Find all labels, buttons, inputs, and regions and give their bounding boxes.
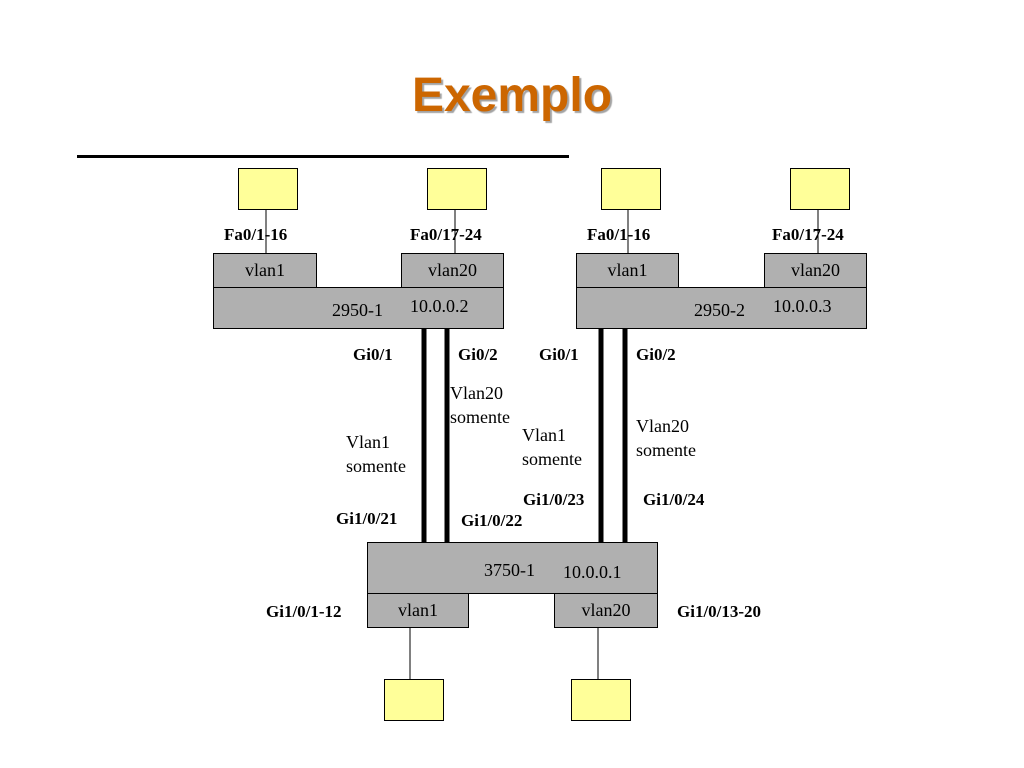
switch-a-vlan-left: vlan1	[213, 253, 317, 288]
switch-a-body: 2950-1 10.0.0.2	[213, 287, 504, 329]
link-note-b-vlan1: Vlan1 somente	[522, 425, 582, 469]
core-down4-label: Gi1/0/24	[643, 490, 705, 509]
core-port-left: Gi1/0/1-12	[266, 602, 342, 621]
link-note-a-vlan1: Vlan1 somente	[346, 432, 406, 476]
switch-b-vlan-left: vlan1	[576, 253, 679, 288]
switch-a-uplink1-label: Gi0/1	[353, 345, 393, 364]
switch-b-ip: 10.0.0.3	[773, 296, 832, 316]
core-vlan-left: vlan1	[367, 593, 469, 628]
switch-b-vlan-right: vlan20	[764, 253, 867, 288]
switch-b-port-left: Fa0/1-16	[587, 225, 651, 244]
page-title: Exemplo	[411, 69, 613, 122]
host-icon	[427, 168, 487, 210]
switch-a-port-left: Fa0/1-16	[224, 225, 288, 244]
link-note-a-vlan20: Vlan20 somente	[450, 383, 510, 427]
switch-b-uplink1-label: Gi0/1	[539, 345, 579, 364]
switch-b-uplink2-label: Gi0/2	[636, 345, 676, 364]
host-icon	[384, 679, 444, 721]
host-icon	[571, 679, 631, 721]
switch-b-port-right: Fa0/17-24	[772, 225, 844, 244]
core-down1-label: Gi1/0/21	[336, 509, 398, 528]
link-note-b-vlan20: Vlan20 somente	[636, 416, 696, 460]
core-port-right: Gi1/0/13-20	[677, 602, 762, 621]
core-down2-label: Gi1/0/22	[461, 511, 523, 530]
host-icon	[790, 168, 850, 210]
switch-a-uplink2-label: Gi0/2	[458, 345, 498, 364]
switch-a-vlan-right: vlan20	[401, 253, 504, 288]
switch-a-port-right: Fa0/17-24	[410, 225, 482, 244]
host-icon	[601, 168, 661, 210]
core-down3-label: Gi1/0/23	[523, 490, 585, 509]
core-switch-ip: 10.0.0.1	[563, 562, 622, 582]
core-switch-body: 3750-1 10.0.0.1	[367, 542, 658, 594]
switch-b-body: 2950-2 10.0.0.3	[576, 287, 867, 329]
title-underline	[77, 155, 569, 158]
host-icon	[238, 168, 298, 210]
switch-b-name: 2950-2	[694, 300, 745, 320]
switch-a-name: 2950-1	[332, 300, 383, 320]
switch-a-ip: 10.0.0.2	[410, 296, 469, 316]
core-vlan-right: vlan20	[554, 593, 658, 628]
core-switch-name: 3750-1	[484, 560, 535, 580]
